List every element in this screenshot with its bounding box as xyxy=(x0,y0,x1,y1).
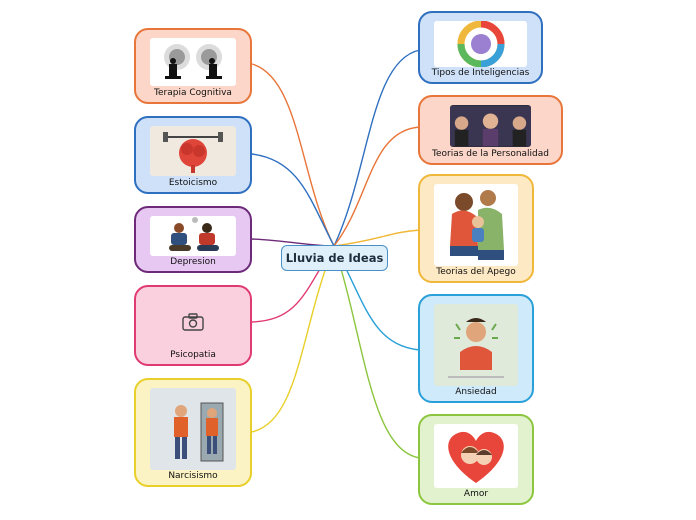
node-label: Ansiedad xyxy=(455,387,497,397)
image-placeholder xyxy=(150,295,236,349)
node-label: Teorias de la Personalidad xyxy=(432,149,549,159)
anxious-person-image xyxy=(434,304,518,386)
node-ansiedad[interactable]: Ansiedad xyxy=(418,294,534,403)
family-hug-image xyxy=(434,184,518,266)
node-label: Narcisismo xyxy=(168,471,218,481)
connector-apego xyxy=(333,229,421,247)
node-teorias-de-la-personalidad[interactable]: Teorias de la Personalidad xyxy=(418,95,563,165)
node-label: Estoicismo xyxy=(168,178,218,188)
node-label: Amor xyxy=(463,489,489,499)
faces-row-image xyxy=(450,105,531,147)
couple-heart-image xyxy=(434,424,518,488)
camera-icon xyxy=(182,313,204,331)
node-terapia-cognitiva[interactable]: Terapia Cognitiva xyxy=(134,28,252,104)
connector-inteligencias xyxy=(333,49,421,247)
node-estoicismo[interactable]: Estoicismo xyxy=(134,116,252,194)
central-topic-label: Lluvia de Ideas xyxy=(285,251,384,265)
mirror-man-image xyxy=(150,388,236,470)
node-label: Tipos de Inteligencias xyxy=(431,68,530,78)
node-psicopatia[interactable]: Psicopatia xyxy=(134,285,252,366)
node-amor[interactable]: Amor xyxy=(418,414,534,505)
node-depresion[interactable]: Depresion xyxy=(134,206,252,273)
node-tipos-de-inteligencias[interactable]: Tipos de Inteligencias xyxy=(418,11,543,84)
sad-people-image xyxy=(150,216,236,256)
connector-personalidad xyxy=(333,126,421,247)
connector-amor xyxy=(333,245,421,459)
node-label: Psicopatia xyxy=(170,350,216,360)
node-narcisismo[interactable]: Narcisismo xyxy=(134,378,252,487)
node-label: Terapia Cognitiva xyxy=(154,88,232,98)
connector-terapia xyxy=(251,63,335,247)
central-topic[interactable]: Lluvia de Ideas xyxy=(281,245,388,271)
brain-weights-image xyxy=(150,126,236,176)
node-teorias-del-apego[interactable]: Teorias del Apego xyxy=(418,174,534,283)
connector-estoicismo xyxy=(251,153,335,247)
node-label: Teorias del Apego xyxy=(436,267,516,277)
intelligence-wheel-image xyxy=(434,21,527,67)
therapy-session-image xyxy=(150,38,236,86)
node-label: Depresion xyxy=(170,257,216,267)
connector-narcisismo xyxy=(251,245,335,433)
